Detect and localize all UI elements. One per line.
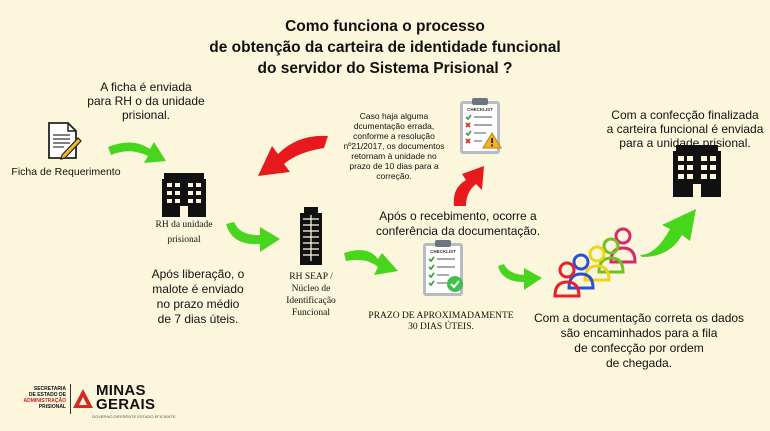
logo-divider <box>70 384 71 414</box>
checklist-warning-icon: CHECKLIST <box>460 98 502 154</box>
title-line-3: do servidor do Sistema Prisional ? <box>257 60 513 77</box>
diagram-title: Como funciona o processo de obtenção da … <box>150 16 620 79</box>
document-pencil-icon <box>48 122 82 160</box>
liberacao-text: Após liberação, o malote é enviado no pr… <box>151 267 245 326</box>
rh-seap-label: RH SEAP / Núcleo de Identificação Funcio… <box>286 272 336 318</box>
building-icon-final <box>673 145 721 197</box>
red-arrow-left <box>258 135 328 176</box>
correta-text: Com a documentação correta os dados são … <box>533 311 745 370</box>
checklist-label-top: CHECKLIST <box>467 107 493 112</box>
green-arrow-5 <box>640 209 696 257</box>
recebimento-text: Após o recebimento, ocorre a conferência… <box>375 209 541 238</box>
erro-text: Caso haja alguma dcumentação errada, con… <box>343 111 445 181</box>
people-queue-icon <box>553 227 637 298</box>
green-arrow-4 <box>498 264 542 290</box>
prazo-text: PRAZO DE APROXIMADAMENTE 30 DIAS ÚTEIS. <box>368 311 514 332</box>
finalizada-text: Com a confecção finalizada a carteira fu… <box>606 108 764 150</box>
minas-gerais-brand: MINAS GERAIS <box>96 382 156 413</box>
ficha-enviada-text: A ficha é enviada para RH o da unidade p… <box>87 80 205 122</box>
ficha-label: Ficha de Requerimento <box>11 166 121 178</box>
rh-unidade-label: RH da unidade prisional <box>155 220 213 245</box>
secretaria-logo-text: SECRETARIA DE ESTADO DE ADMINISTRAÇÃO PR… <box>23 386 67 410</box>
tall-building-icon-rh-seap <box>300 207 322 265</box>
green-arrow-1 <box>108 142 166 163</box>
red-arrow-up <box>453 166 484 206</box>
minas-gerais-triangle-icon <box>73 389 93 408</box>
checklist-approved-icon: CHECKLIST <box>423 240 463 296</box>
building-icon-rh-unidade <box>162 173 206 217</box>
green-arrow-2 <box>226 222 280 252</box>
green-arrow-3 <box>344 250 398 275</box>
title-line-1: Como funciona o processo <box>285 18 485 35</box>
logo-tagline: GOVERNO DIFERENTE ESTADO EFICIENTE <box>92 414 176 419</box>
title-line-2: de obtenção da carteira de identidade fu… <box>209 39 561 56</box>
checklist-label-bottom: CHECKLIST <box>430 249 456 254</box>
